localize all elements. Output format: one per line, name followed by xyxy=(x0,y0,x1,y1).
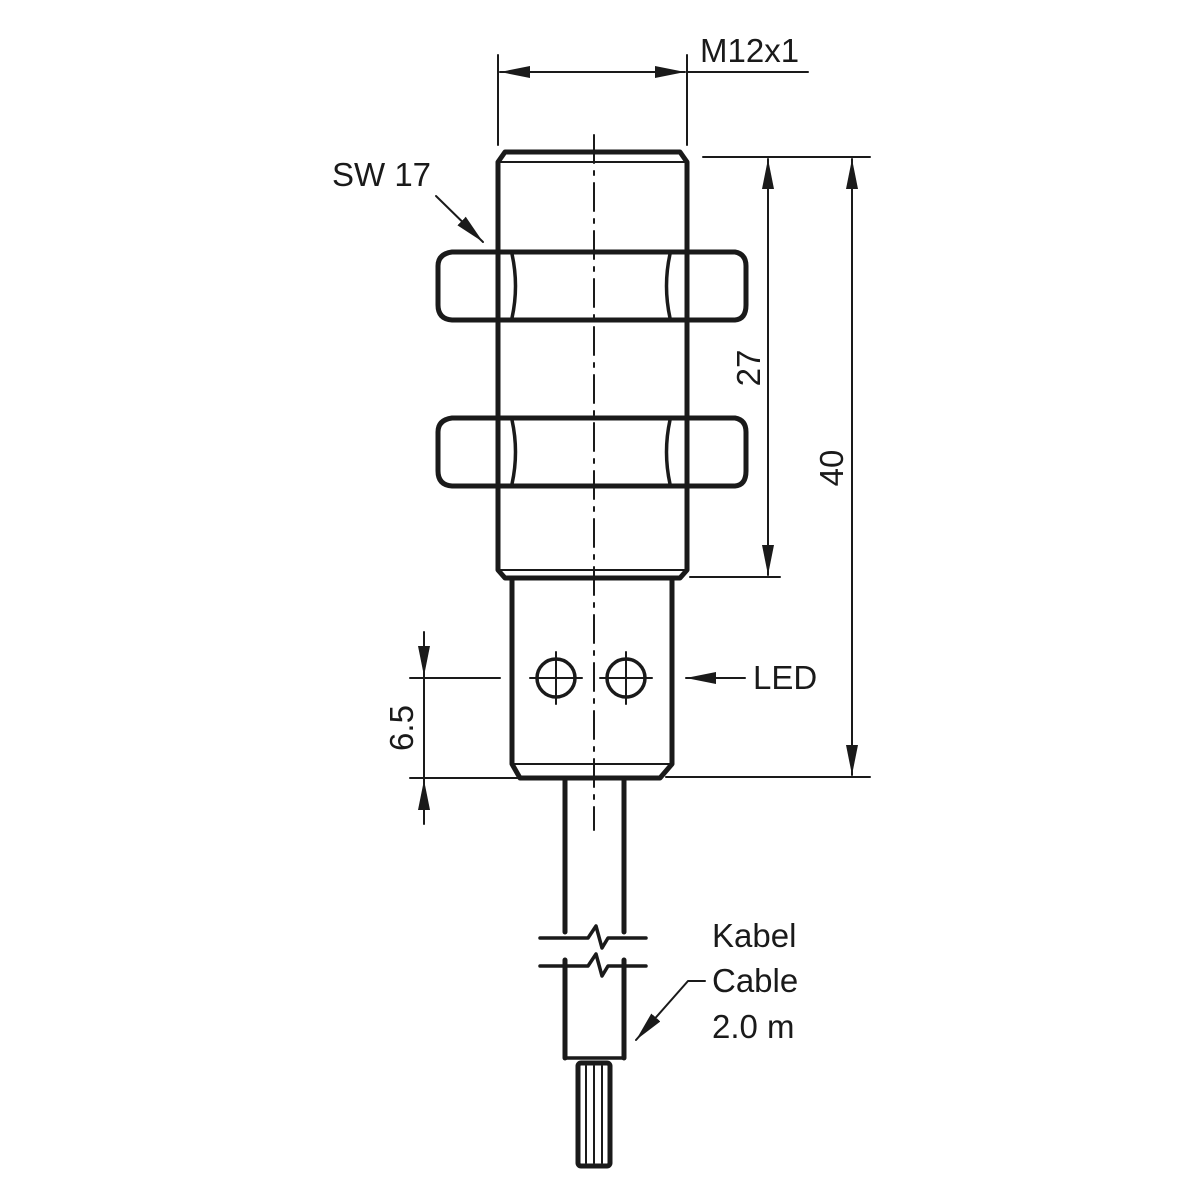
cable-label-de: Kabel xyxy=(712,917,796,954)
wrench-size-label: SW 17 xyxy=(332,156,431,193)
cable-end xyxy=(575,1060,613,1169)
led-label: LED xyxy=(753,659,817,696)
thread-label: M12x1 xyxy=(700,32,799,69)
thread-length-label: 27 xyxy=(730,350,767,387)
cable-leader xyxy=(635,980,706,1041)
dimension-total-length xyxy=(665,158,871,778)
cable xyxy=(562,777,627,1061)
dimension-thread-length xyxy=(689,156,871,578)
total-length-label: 40 xyxy=(813,450,850,487)
led-offset-label: 6.5 xyxy=(383,705,420,751)
cable-length-label: 2.0 m xyxy=(712,1008,795,1045)
rear-body xyxy=(509,577,675,781)
cable-label-en: Cable xyxy=(712,962,798,999)
cable-break-symbol xyxy=(538,924,648,978)
hex-nut-lower xyxy=(435,415,749,489)
dimension-led-offset xyxy=(409,631,519,825)
wrench-size-leader xyxy=(435,195,484,243)
led-indicator-right xyxy=(599,651,653,705)
led-indicator-left xyxy=(529,651,583,705)
hex-nut-upper xyxy=(435,249,749,323)
threaded-housing xyxy=(495,149,690,581)
dimension-thread xyxy=(497,54,809,146)
